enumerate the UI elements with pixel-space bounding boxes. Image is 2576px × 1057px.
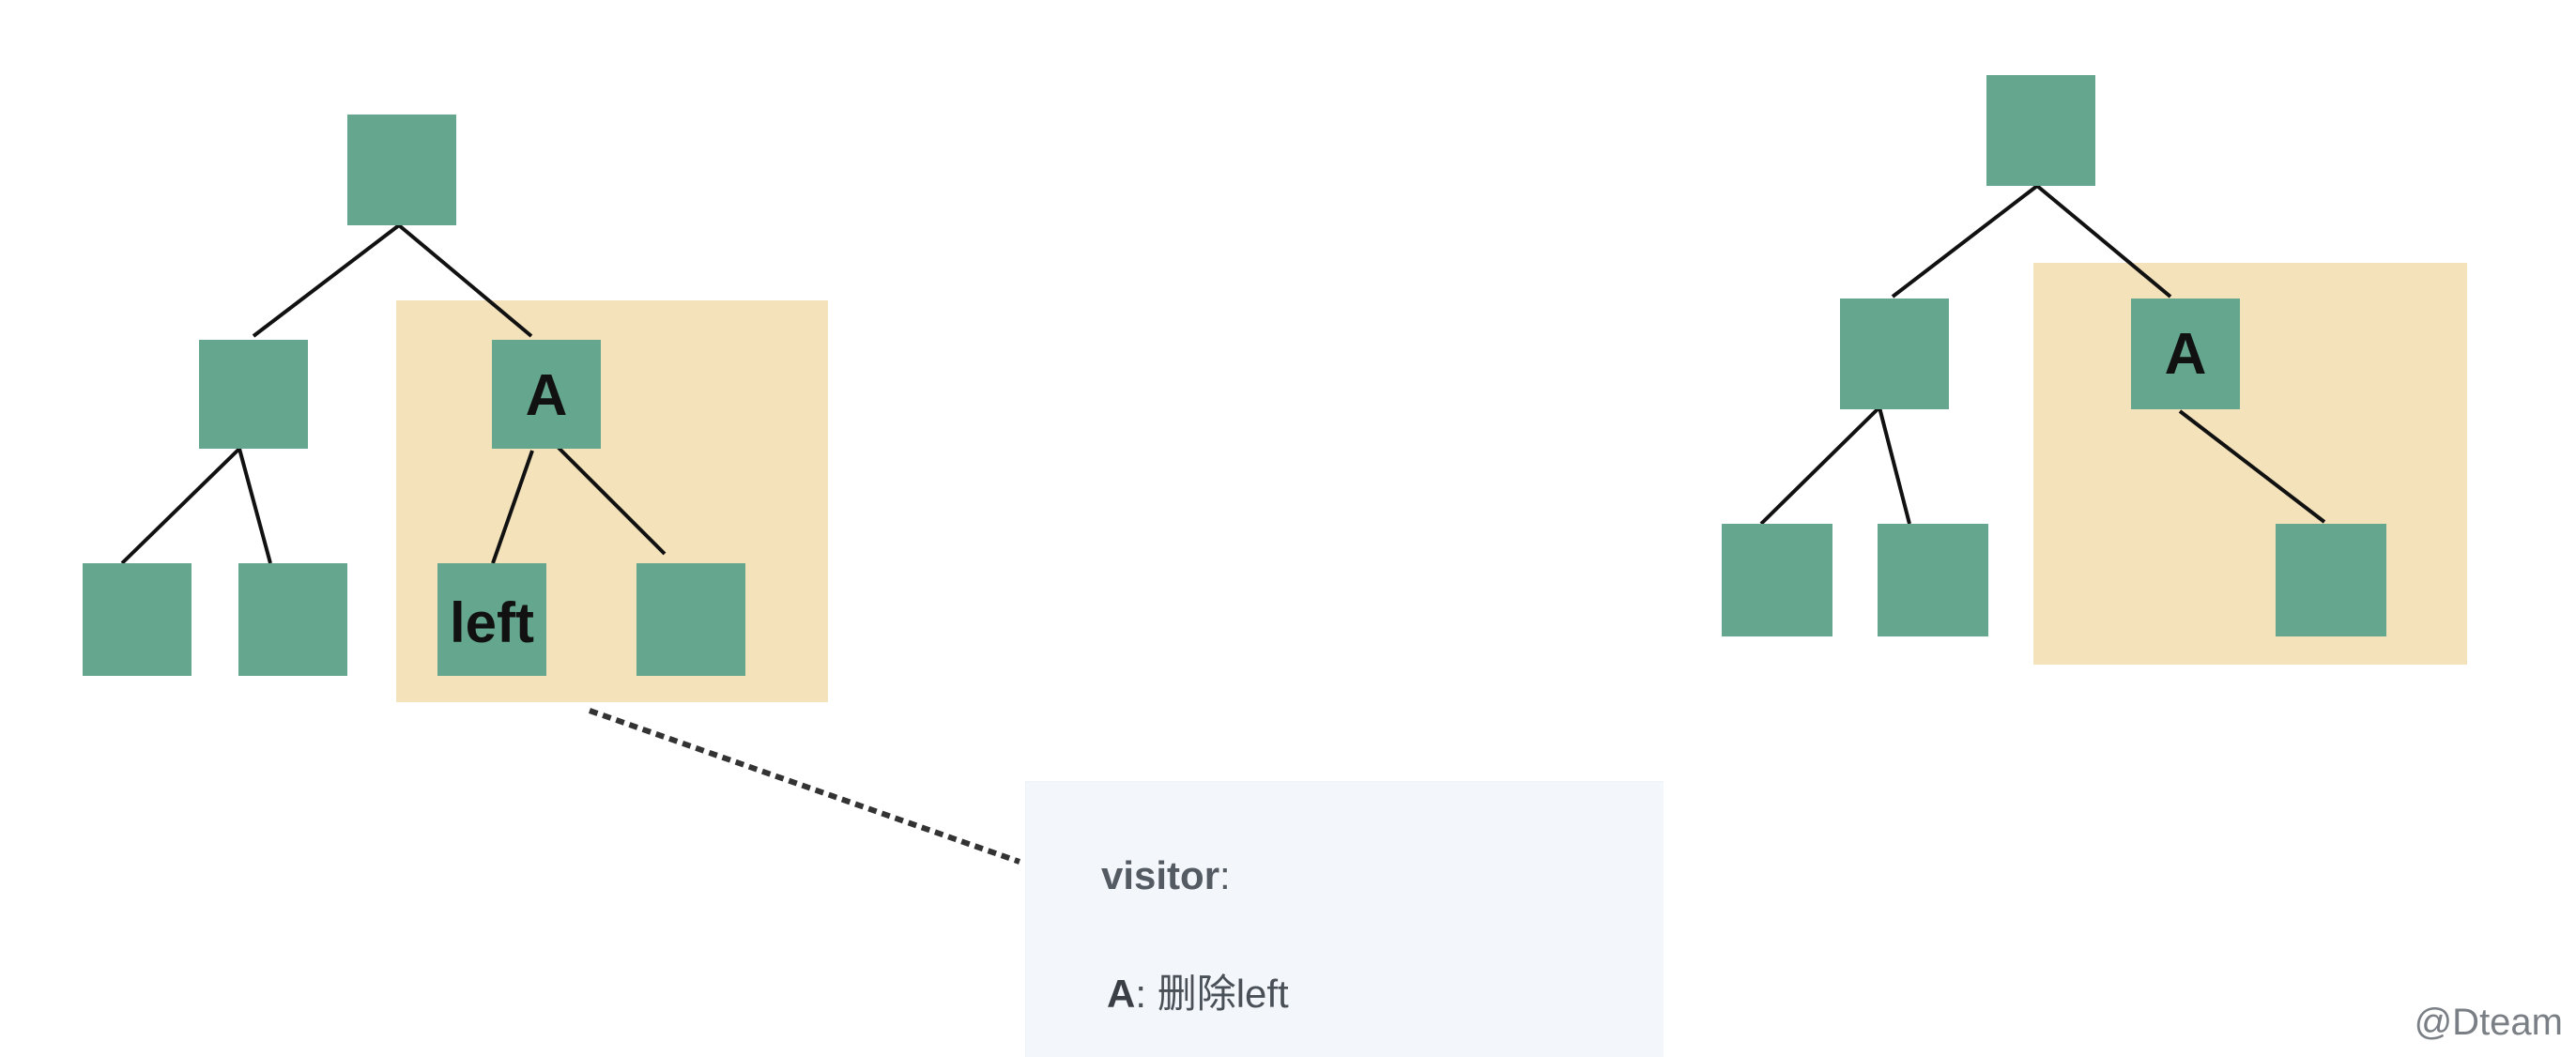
dashed-connector	[589, 708, 1020, 865]
left-tree-root-node	[347, 115, 456, 225]
left-tree-node-a-label: A	[526, 363, 568, 428]
edge-left-child-to-leaf-2	[1878, 406, 1911, 525]
edge-root-to-left-child	[252, 223, 401, 338]
visitor-action-key: A	[1107, 972, 1136, 1016]
visitor-action-text: 删除left	[1157, 972, 1289, 1016]
left-tree-left-node-label: left	[450, 591, 534, 654]
left-tree-left-node	[437, 563, 546, 676]
visitor-title: visitor:	[1101, 853, 1231, 898]
left-tree: A left	[83, 115, 828, 702]
left-tree-leaf-node-2	[238, 563, 347, 676]
right-tree: A	[1722, 75, 2467, 665]
left-tree-node-a	[492, 340, 601, 449]
visitor-action-separator: :	[1135, 972, 1158, 1016]
visitor-title-text: visitor	[1101, 853, 1220, 897]
right-tree-a-right-child-node	[2276, 524, 2386, 636]
edge-node-a-to-right	[556, 445, 667, 556]
right-tree-left-child-node	[1840, 299, 1949, 409]
edge-node-a-to-right	[2178, 409, 2326, 524]
right-tree-leaf-node-2	[1878, 524, 1988, 636]
left-tree-edges	[120, 223, 667, 565]
edge-left-child-to-leaf-1	[1759, 406, 1881, 526]
right-tree-edges	[1759, 184, 2326, 526]
visitor-action: A: 删除left	[1107, 962, 1289, 1019]
edge-root-to-node-a	[2035, 184, 2172, 299]
visitor-title-colon: :	[1219, 853, 1231, 897]
right-tree-node-a-label: A	[2165, 322, 2207, 387]
right-tree-leaf-node-1	[1722, 524, 1832, 636]
watermark: @Dteam	[2414, 1002, 2563, 1043]
left-tree-a-right-child-node	[636, 563, 745, 676]
edge-node-a-to-left	[491, 450, 534, 564]
right-tree-root-node	[1986, 75, 2095, 186]
visitor-panel: visitor: A: 删除left	[1025, 781, 1664, 1057]
edge-root-to-node-a	[397, 223, 533, 338]
left-tree-leaf-node-1	[83, 563, 192, 676]
edge-left-child-to-leaf-2	[238, 448, 272, 564]
edge-left-child-to-leaf-1	[120, 447, 241, 565]
left-tree-left-child-node	[199, 340, 308, 449]
edge-root-to-left-child	[1891, 184, 2039, 299]
right-tree-node-a	[2131, 299, 2240, 409]
